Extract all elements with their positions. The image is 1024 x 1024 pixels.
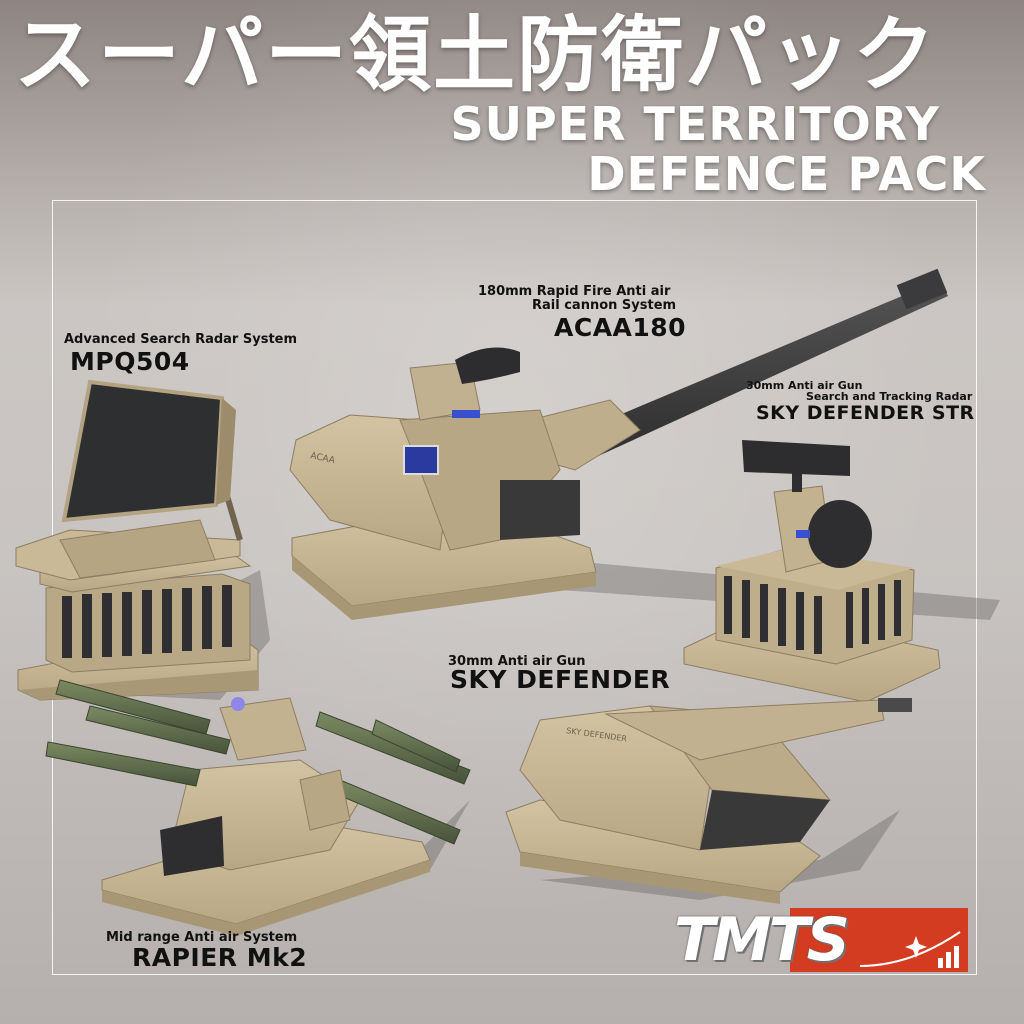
str-subtitle-line1: 30mm Anti air Gun xyxy=(746,379,863,392)
rapier-mk2-model xyxy=(45,679,471,936)
mpq504-model xyxy=(15,379,259,701)
title-japanese: スーパー領土防衛パック xyxy=(14,8,938,103)
mpq504-subtitle: Advanced Search Radar System xyxy=(64,332,298,347)
sky-defender-str-model xyxy=(683,440,941,703)
rapier-name: RAPIER Mk2 xyxy=(132,943,308,972)
sky-defender-model: SKY DEFENDER xyxy=(505,698,912,904)
sky-defender-subtitle: 30mm Anti air Gun xyxy=(448,654,586,669)
str-subtitle-line2: Search and Tracking Radar xyxy=(806,390,973,403)
acaa180-model: ACAA xyxy=(289,268,948,620)
acaa180-name: ACAA180 xyxy=(554,313,687,342)
sky-defender-name: SKY DEFENDER xyxy=(450,665,671,694)
rapier-subtitle: Mid range Anti air System xyxy=(106,930,298,945)
acaa180-subtitle-line2: Rail cannon System xyxy=(532,298,677,313)
tmts-logo: TMTS xyxy=(670,906,970,976)
title-english-line2: DEFENCE PACK xyxy=(587,147,986,201)
tmts-logo-graphic xyxy=(790,908,968,972)
str-name: SKY DEFENDER STR xyxy=(756,402,975,424)
mpq504-name: MPQ504 xyxy=(70,347,190,376)
title-english-line1: SUPER TERRITORY xyxy=(450,97,940,151)
acaa180-subtitle-line1: 180mm Rapid Fire Anti air xyxy=(478,284,671,299)
tmts-logo-text: TMTS xyxy=(674,905,850,975)
missile-pods xyxy=(45,679,471,845)
